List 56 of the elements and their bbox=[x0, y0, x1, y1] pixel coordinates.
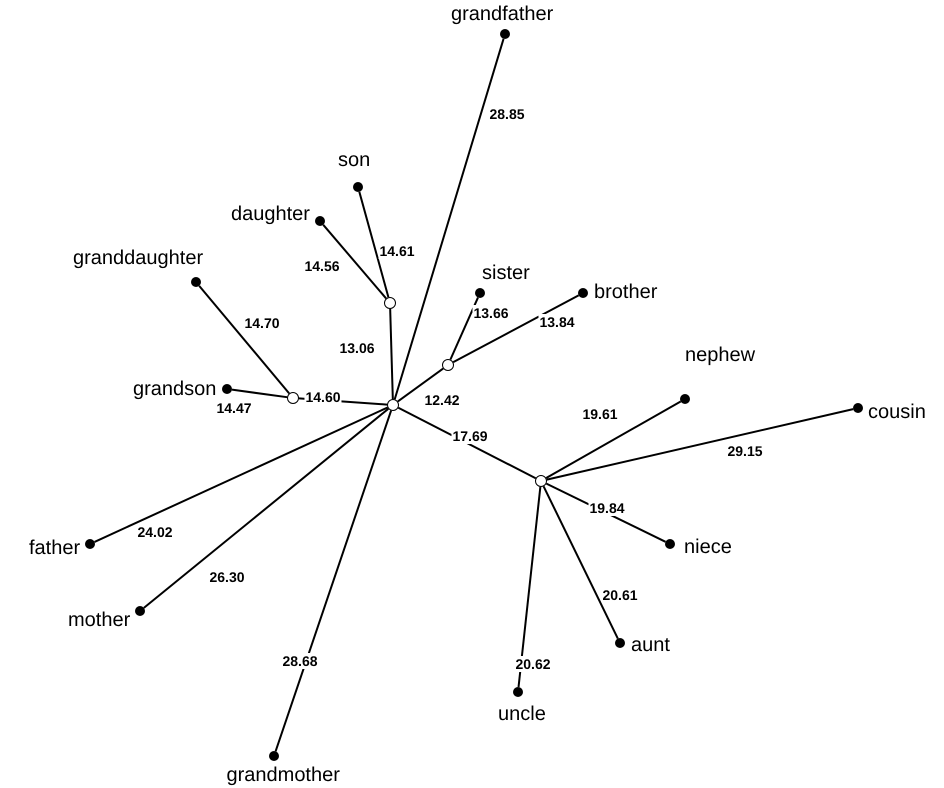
edge-label: 19.61 bbox=[581, 406, 619, 422]
connector-line bbox=[143, 408, 389, 609]
connector-line bbox=[232, 388, 288, 398]
edge-label: 17.69 bbox=[451, 428, 489, 444]
node-label: daughter bbox=[231, 202, 310, 226]
connector-line bbox=[397, 368, 444, 402]
node-label: nephew bbox=[685, 343, 756, 367]
connector-line bbox=[198, 285, 290, 394]
node-label: son bbox=[338, 148, 370, 172]
connector-line bbox=[518, 486, 542, 688]
node-label: brother bbox=[594, 280, 658, 304]
connector-line bbox=[94, 406, 388, 543]
node-label: mother bbox=[68, 608, 130, 632]
junction-circle bbox=[387, 399, 399, 411]
node-label: niece bbox=[684, 535, 732, 559]
connector-line bbox=[394, 38, 505, 400]
node-label: uncle bbox=[498, 702, 546, 726]
edge-label: 13.66 bbox=[472, 305, 510, 321]
edge-label: 19.84 bbox=[588, 500, 626, 516]
node-label: cousin bbox=[868, 400, 926, 424]
junction-circle bbox=[287, 392, 299, 404]
junction-circle bbox=[535, 475, 547, 487]
edge-label: 29.15 bbox=[726, 443, 764, 459]
connector-line bbox=[452, 294, 580, 364]
node-label: sister bbox=[482, 261, 530, 285]
node-label: grandmother bbox=[226, 763, 340, 787]
node-label: father bbox=[29, 536, 80, 560]
edge-label: 20.61 bbox=[601, 587, 639, 603]
node-label: grandfather bbox=[451, 2, 554, 26]
edge-label: 28.68 bbox=[281, 653, 319, 669]
edge-label: 14.60 bbox=[304, 389, 342, 405]
edge-label: 14.56 bbox=[303, 258, 341, 274]
edge-label: 14.61 bbox=[378, 243, 416, 259]
node-label: grandson bbox=[133, 377, 216, 401]
connector-line bbox=[274, 410, 392, 752]
edge-label: 13.06 bbox=[338, 340, 376, 356]
edge-label: 13.84 bbox=[538, 314, 576, 330]
junction-circle bbox=[442, 359, 454, 371]
connector-line bbox=[546, 408, 854, 481]
node-label: granddaughter bbox=[73, 246, 204, 270]
edge-label: 14.70 bbox=[243, 315, 281, 331]
edge-label: 14.47 bbox=[215, 400, 253, 416]
connector-line bbox=[542, 486, 619, 639]
edge-label: 26.30 bbox=[208, 569, 246, 585]
connector-line bbox=[450, 297, 479, 360]
junction-circle bbox=[384, 297, 396, 309]
edge-label: 20.62 bbox=[514, 656, 552, 672]
connector-line bbox=[398, 406, 536, 480]
node-label: aunt bbox=[631, 633, 670, 657]
edge-label: 12.42 bbox=[423, 392, 461, 408]
connector-line bbox=[358, 192, 390, 298]
connector-line bbox=[389, 308, 394, 400]
edge-label: 28.85 bbox=[488, 106, 526, 122]
connector-line bbox=[322, 224, 387, 300]
connector-line bbox=[546, 400, 682, 479]
edge-label: 24.02 bbox=[136, 524, 174, 540]
